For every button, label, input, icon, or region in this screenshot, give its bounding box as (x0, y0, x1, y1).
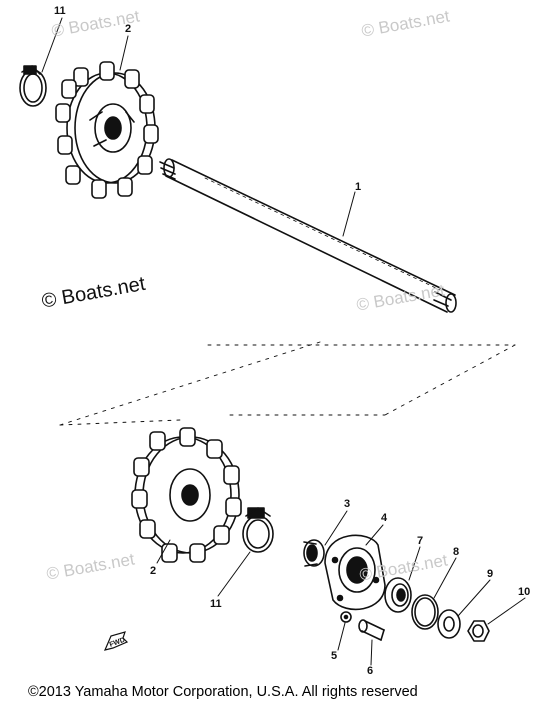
bearing-housing (324, 534, 386, 611)
forward-direction-icon: FWD (103, 631, 129, 651)
part-number-5: 5 (331, 650, 338, 662)
fwd-label: FWD (109, 637, 126, 649)
part-number-4: 4 (381, 512, 388, 524)
part-number-2-top: 2 (125, 23, 132, 35)
assembly-guide-lines (59, 341, 516, 426)
part-number-2-bottom: 2 (150, 565, 157, 577)
circlip (411, 594, 439, 630)
bushing (303, 539, 325, 567)
bolt (358, 619, 385, 641)
sprocket-bottom (131, 427, 242, 563)
drive-shaft (159, 158, 457, 313)
part-number-9: 9 (487, 568, 494, 580)
bearing (384, 577, 412, 613)
part-number-3: 3 (344, 498, 351, 510)
leader-lines (41, 17, 526, 666)
part-number-7: 7 (417, 535, 424, 547)
sprocket-top (55, 61, 159, 199)
part-number-1: 1 (355, 181, 362, 193)
nut (467, 620, 490, 642)
hose-clamp-bottom (242, 507, 274, 553)
part-number-11-bottom: 11 (210, 598, 222, 610)
part-number-11-top: 11 (54, 5, 66, 17)
small-washer (340, 611, 352, 623)
part-number-6: 6 (367, 665, 374, 677)
hose-clamp-top (19, 65, 47, 107)
part-number-10: 10 (518, 586, 531, 598)
part-number-8: 8 (453, 546, 460, 558)
washer (437, 609, 461, 639)
copyright-notice: ©2013 Yamaha Motor Corporation, U.S.A. A… (28, 684, 418, 700)
